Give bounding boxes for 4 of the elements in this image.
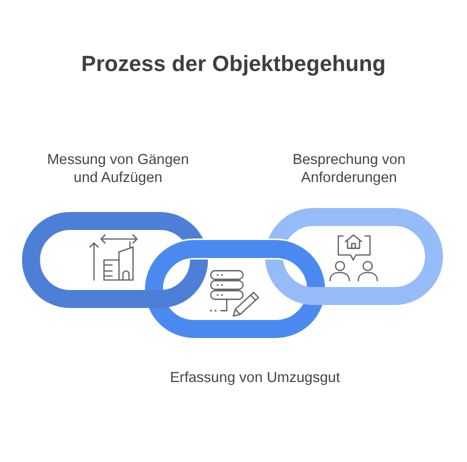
step-label: Besprechung von Anforderungen xyxy=(292,151,406,187)
step-label: Erfassung von Umzugsgut xyxy=(169,369,341,387)
title: Prozess der Objektbegehung xyxy=(81,50,386,78)
step-label: Messung von Gängen und Aufzügen xyxy=(46,151,190,187)
